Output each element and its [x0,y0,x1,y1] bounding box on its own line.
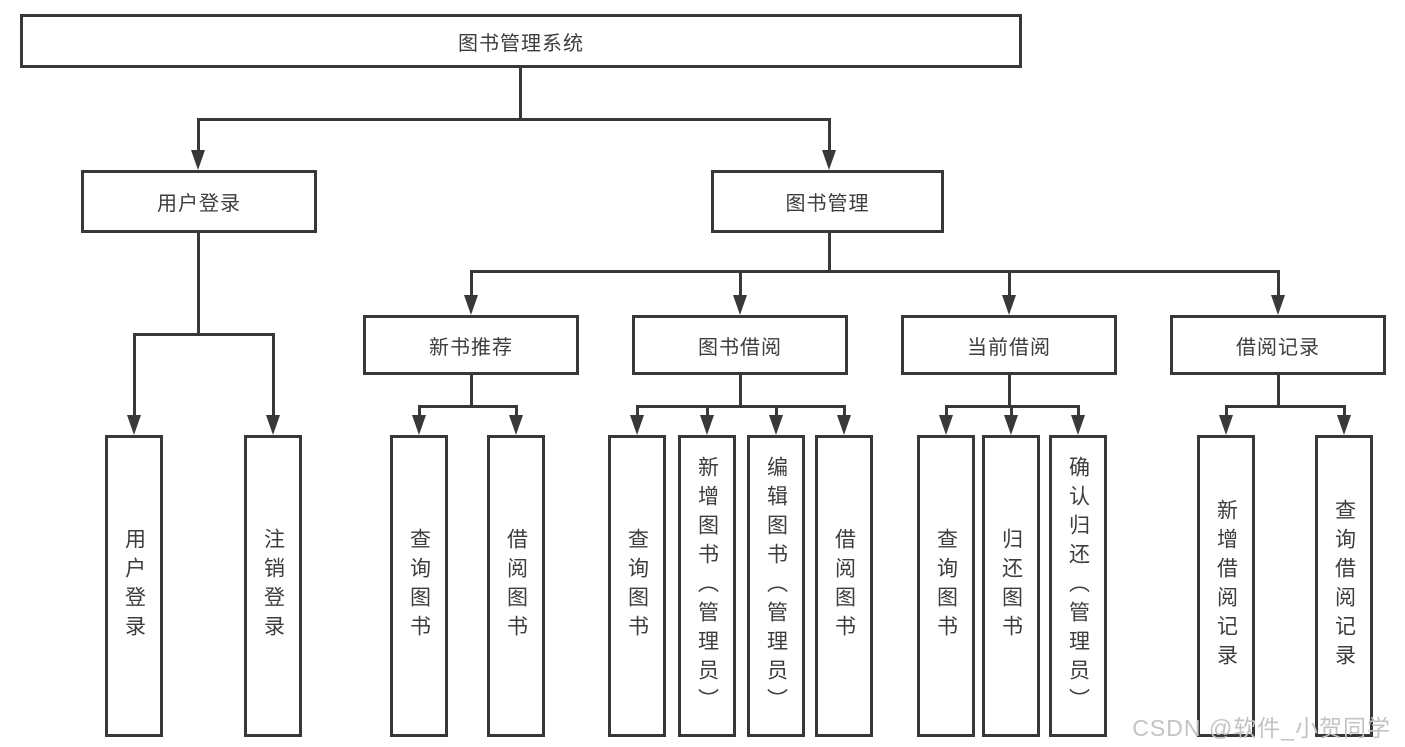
connector-leaf-drop [1077,408,1080,416]
arrow-head [1004,415,1018,435]
arrow-head [700,415,714,435]
connector-book-borrowing-rail [636,405,846,408]
node-leaf-query-borrow-record: 查询借阅记录 [1315,435,1373,737]
node-leaf-return-books: 归还图书 [982,435,1040,737]
node-leaf-borrow-books-2: 借阅图书 [815,435,873,737]
connector-current-borrowing-rail [945,405,1080,408]
node-label: 借阅记录 [1236,336,1320,359]
connector-leaf-drop [775,408,778,416]
connector-user-login-drop [197,120,200,150]
node-leaf-add-borrow-record: 新增借阅记录 [1197,435,1255,737]
connector-book-management-drop [828,120,831,150]
node-book-management: 图书管理 [711,170,944,233]
arrow-head [1219,415,1233,435]
node-leaf-add-book-admin: 新增图书（管理员） [678,435,736,737]
connector-level3-drop [1008,273,1011,295]
node-label: 新书推荐 [429,336,513,359]
connector-user-login-rail [133,333,275,336]
arrow-head [191,150,205,170]
node-leaf-query-books-2: 查询图书 [608,435,666,737]
connector-leaf-drop [636,408,639,416]
arrow-head [733,295,747,315]
arrow-head [837,415,851,435]
arrow-head [1002,295,1016,315]
connector-leaf-drop [133,335,136,415]
arrow-head [464,295,478,315]
node-root: 图书管理系统 [20,14,1022,68]
node-label: 查询图书 [934,528,958,644]
connector-leaf-drop [843,408,846,416]
connector-borrowing-records-rail [1225,405,1346,408]
connector-borrowing-records-stem [1277,375,1280,405]
node-user-login: 用户登录 [81,170,317,233]
connector-leaf-drop [1343,408,1346,416]
connector-leaf-drop [272,335,275,415]
arrow-head [1271,295,1285,315]
connector-leaf-drop [706,408,709,416]
node-label: 归还图书 [999,528,1023,644]
arrow-head [266,415,280,435]
node-label: 查询图书 [407,528,431,644]
arrow-head [1337,415,1351,435]
node-borrowing-records: 借阅记录 [1170,315,1386,375]
connector-leaf-drop [515,408,518,416]
node-label: 图书管理 [785,193,870,215]
node-label: 查询借阅记录 [1332,499,1356,673]
connector-current-borrowing-stem [1008,375,1011,405]
node-label: 确认归还（管理员） [1066,455,1090,717]
node-leaf-logout: 注销登录 [244,435,302,737]
node-label: 用户登录 [157,193,241,215]
arrow-head [509,415,523,435]
connector-level3-drop [1277,273,1280,295]
arrow-head [630,415,644,435]
node-leaf-user-login: 用户登录 [105,435,163,737]
node-label: 图书借阅 [698,336,782,359]
node-leaf-confirm-return-admin: 确认归还（管理员） [1049,435,1107,737]
node-label: 新增图书（管理员） [695,455,719,717]
connector-new-book-stem [470,375,473,405]
connector-user-login-stem [197,233,200,334]
arrow-head [939,415,953,435]
connector-leaf-drop [1225,408,1228,416]
node-current-borrowing: 当前借阅 [901,315,1117,375]
node-new-book-recommendation: 新书推荐 [363,315,579,375]
connector-level2-rail [470,270,1280,273]
node-label: 新增借阅记录 [1214,499,1238,673]
connector-leaf-drop [945,408,948,416]
node-label: 用户登录 [122,528,146,644]
node-label: 编辑图书（管理员） [764,455,788,717]
connector-book-borrowing-stem [739,375,742,405]
node-leaf-query-books-1: 查询图书 [390,435,448,737]
connector-new-book-rail [418,405,518,408]
node-leaf-borrow-books-1: 借阅图书 [487,435,545,737]
connector-leaf-drop [1010,408,1013,416]
node-label: 查询图书 [625,528,649,644]
connector-leaf-drop [418,408,421,416]
node-label: 借阅图书 [832,528,856,644]
arrow-head [822,150,836,170]
connector-level1-rail [197,118,831,121]
arrow-head [769,415,783,435]
arrow-head [127,415,141,435]
node-label: 当前借阅 [967,336,1051,359]
arrow-head [412,415,426,435]
connector-root-stem [519,68,522,121]
connector-level3-drop [739,273,742,295]
node-label: 图书管理系统 [458,32,584,55]
connector-book-management-stem [828,233,831,272]
node-label: 借阅图书 [504,528,528,644]
node-label: 注销登录 [261,528,285,644]
arrow-head [1071,415,1085,435]
connector-level3-drop [470,273,473,295]
node-leaf-query-books-3: 查询图书 [917,435,975,737]
node-book-borrowing: 图书借阅 [632,315,848,375]
watermark: CSDN @软件_小贺同学 [1132,715,1391,741]
node-leaf-edit-book-admin: 编辑图书（管理员） [747,435,805,737]
